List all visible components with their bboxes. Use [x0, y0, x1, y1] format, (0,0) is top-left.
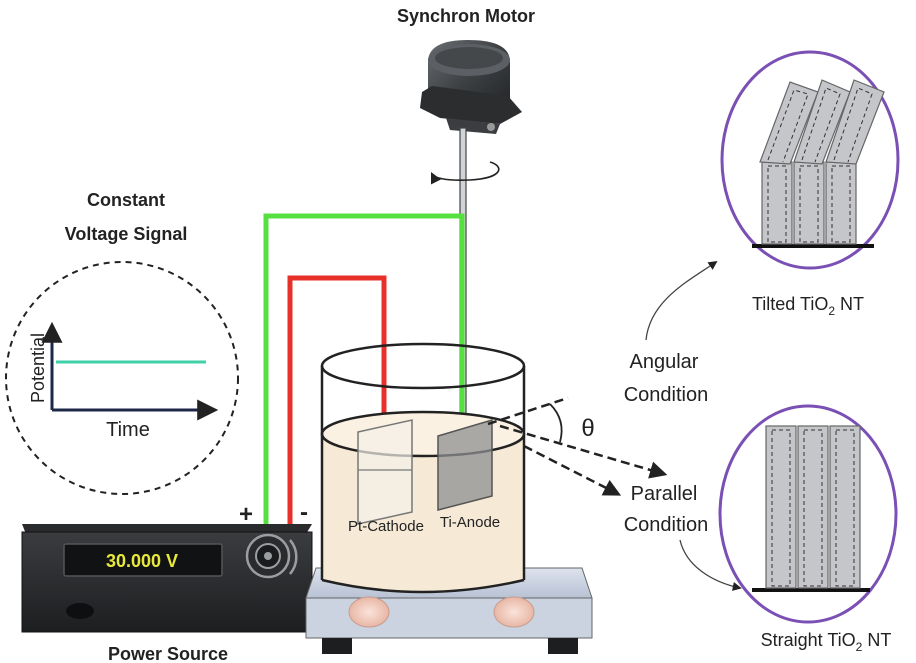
rotation-arrow-icon — [430, 161, 500, 185]
straight-nt-label: Straight TiO2 NT — [761, 630, 892, 654]
voltage-time-plot: Potential Time — [28, 321, 219, 441]
beaker — [320, 342, 526, 594]
anode-label: Ti-Anode — [440, 514, 500, 531]
parallel-direction-line — [499, 424, 668, 479]
parallel-pointer-arrow — [679, 539, 742, 591]
axis-y-label: Potential — [28, 333, 48, 403]
power-switch — [66, 603, 94, 619]
angle-arc — [549, 403, 563, 443]
negative-wire — [287, 275, 387, 526]
tilted-nt-label: Tilted TiO2 NT — [752, 294, 864, 318]
cathode-label: Pt-Cathode — [348, 518, 424, 535]
minus-terminal-label: - — [300, 499, 308, 526]
angular-condition-line1: Angular — [630, 351, 699, 373]
ti-anode-electrode — [437, 418, 493, 511]
angular-pointer-arrow — [645, 260, 718, 341]
signal-label-line2: Voltage Signal — [65, 224, 188, 244]
pt-cathode-electrode — [357, 419, 413, 525]
angle-symbol: θ — [581, 415, 594, 442]
power-display — [63, 543, 223, 577]
parallel-direction-line-2 — [523, 444, 622, 496]
straight-nanotube-inset — [718, 404, 898, 624]
positive-wire — [263, 213, 465, 526]
axis-x-label: Time — [106, 419, 150, 441]
plus-terminal-label: + — [239, 501, 253, 528]
parallel-condition-line1: Parallel — [631, 483, 698, 505]
parallel-condition-line2: Condition — [624, 514, 709, 536]
angular-direction-line — [487, 396, 569, 426]
power-source: 30.000 V — [21, 524, 313, 633]
power-display-value: 30.000 V — [106, 551, 178, 571]
power-knob-icon — [245, 533, 298, 579]
signal-label-line1: Constant — [87, 190, 165, 210]
angular-condition-line2: Condition — [624, 384, 709, 406]
signal-circle — [5, 261, 239, 495]
tilted-nanotube-inset — [720, 50, 900, 270]
motor-label: Synchron Motor — [397, 6, 535, 26]
power-source-label: Power Source — [108, 644, 228, 663]
synchron-motor-icon — [420, 40, 522, 134]
